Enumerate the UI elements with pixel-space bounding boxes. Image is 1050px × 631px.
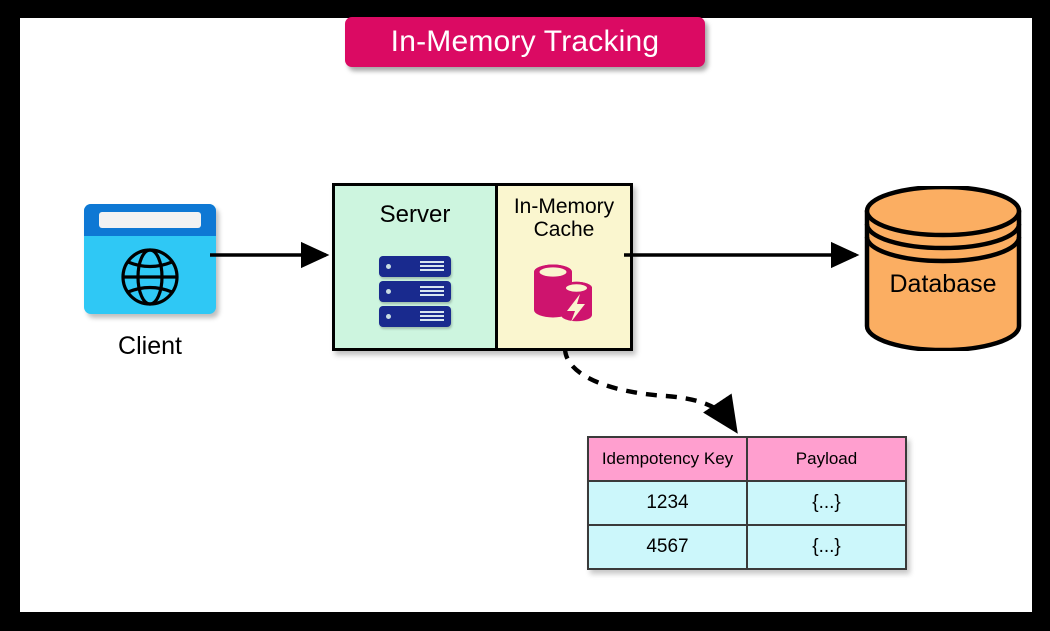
table-cell-key: 1234: [587, 480, 748, 526]
server-node[interactable]: Server: [335, 186, 498, 348]
rack-status-dot: [386, 289, 391, 294]
cache-cylinders-bolt-icon: [534, 264, 592, 322]
cache-label: In-Memory Cache: [498, 195, 630, 241]
table-header-cell: Idempotency Key: [587, 436, 748, 482]
cache-label-line2: Cache: [533, 217, 595, 241]
database-node[interactable]: Database: [863, 184, 1023, 356]
server-rack: [379, 306, 451, 327]
page-title: In-Memory Tracking: [390, 25, 660, 58]
database-cylinder-icon: [864, 184, 1022, 353]
server-rack: [379, 281, 451, 302]
server-cache-container: Server: [332, 183, 633, 351]
rack-vents-icon: [420, 286, 444, 297]
rack-vents-icon: [420, 311, 444, 322]
table-header-cell: Payload: [746, 436, 907, 482]
table-row: 4567 {...}: [587, 524, 907, 570]
table-cell-key: 4567: [587, 524, 748, 570]
cache-label-line1: In-Memory: [513, 195, 615, 218]
client-node[interactable]: Client: [84, 204, 216, 360]
diagram-canvas: Client Server: [20, 18, 1032, 612]
arrow-cache-to-database: [624, 241, 860, 269]
in-memory-cache-node[interactable]: In-Memory Cache: [498, 186, 630, 348]
table-header-row: Idempotency Key Payload: [587, 436, 907, 482]
rack-status-dot: [386, 264, 391, 269]
globe-icon: [121, 248, 179, 306]
server-rack: [379, 256, 451, 277]
arrow-cache-to-table: [562, 347, 738, 434]
browser-window-icon: [84, 204, 216, 314]
server-label: Server: [379, 201, 451, 228]
table-cell-payload: {...}: [746, 524, 907, 570]
browser-address-bar: [99, 212, 201, 228]
client-label: Client: [118, 332, 182, 360]
table-row: 1234 {...}: [587, 480, 907, 526]
rack-vents-icon: [420, 261, 444, 272]
table-cell-payload: {...}: [746, 480, 907, 526]
rack-status-dot: [386, 314, 391, 319]
idempotency-table: Idempotency Key Payload 1234 {...} 4567 …: [587, 436, 907, 570]
arrow-client-to-server: [210, 241, 330, 269]
diagram-title-banner: In-Memory Tracking: [345, 17, 705, 67]
server-racks-icon: [379, 256, 451, 327]
